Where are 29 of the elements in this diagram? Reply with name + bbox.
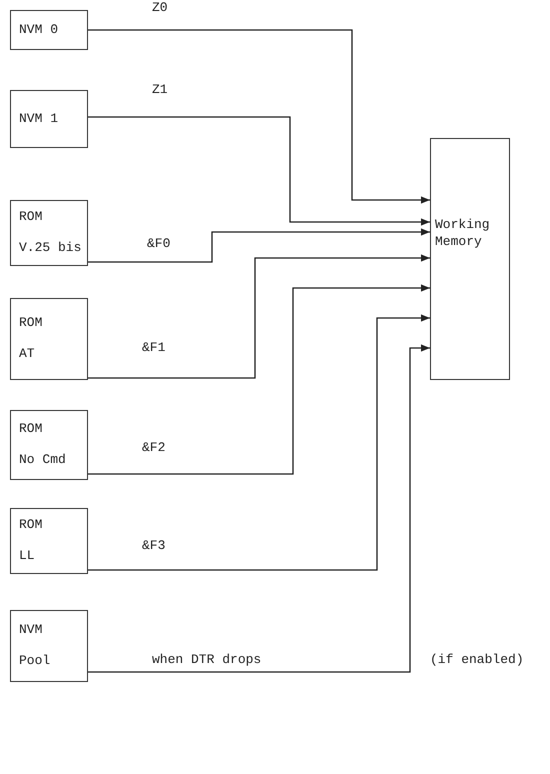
arrow — [88, 116, 430, 226]
box-text: LL — [19, 548, 36, 565]
arrow — [88, 254, 430, 379]
memory-box — [10, 200, 88, 266]
box-text: AT — [19, 346, 36, 363]
arrow — [88, 284, 430, 475]
edge-label: when DTR drops — [150, 652, 264, 667]
box-text: NVM 1 — [19, 110, 60, 128]
memory-box — [430, 138, 510, 380]
box-text: Pool — [19, 653, 52, 670]
memory-box — [10, 410, 88, 480]
arrow — [88, 228, 430, 263]
memory-box — [10, 610, 88, 682]
box-text: ROM — [19, 315, 44, 332]
box-text: ROM — [19, 209, 44, 226]
box-text: No Cmd — [19, 452, 67, 469]
box-text: Working Memory — [435, 217, 491, 251]
box-text: NVM — [19, 622, 44, 639]
memory-box — [10, 508, 88, 574]
arrow — [88, 314, 430, 571]
memory-box — [10, 298, 88, 380]
arrow — [88, 29, 430, 204]
memory-box — [10, 10, 88, 50]
box-text: ROM — [19, 421, 44, 438]
arrow — [88, 344, 430, 673]
box-text: NVM 0 — [19, 22, 60, 38]
memory-box — [10, 90, 88, 148]
box-text: V.25 bis — [19, 240, 79, 257]
box-text: ROM — [19, 517, 44, 534]
